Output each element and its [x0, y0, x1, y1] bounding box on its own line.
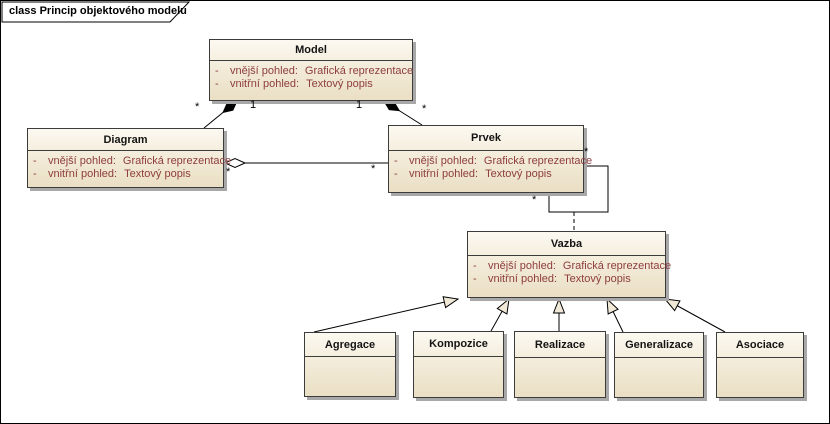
multiplicity-label-aggregation-diagram-end: *: [226, 166, 231, 178]
multiplicity-label-model-diagram-diagram-end: *: [195, 101, 200, 113]
attributes-compartment: - vnější pohled: Grafická reprezentace -…: [468, 256, 671, 286]
attribute-visibility: -: [473, 260, 477, 272]
attribute-row: - vnější pohled: Grafická reprezentace: [473, 260, 671, 273]
attribute-row: - vnitřní pohled: Textový popis: [215, 78, 410, 91]
attribute-name: vnější pohled:: [230, 65, 298, 77]
attribute-type: Grafická reprezentace: [483, 155, 593, 167]
attributes-compartment: - vnější pohled: Grafická reprezentace -…: [28, 151, 231, 181]
attribute-visibility: -: [33, 155, 37, 167]
attribute-type: Grafická reprezentace: [122, 155, 232, 167]
attribute-row: - vnitřní pohled: Textový popis: [473, 273, 663, 286]
attribute-type: Textový popis: [124, 168, 191, 180]
attribute-row: - vnitřní pohled: Textový popis: [394, 168, 581, 181]
class-name: Prvek: [389, 126, 583, 151]
class-box-kompozice[interactable]: Kompozice: [413, 331, 504, 398]
class-box-generalizace[interactable]: Generalizace: [614, 332, 704, 398]
class-name: Realizace: [515, 332, 605, 358]
generalization-connector-kompozice-vazba[interactable]: [490, 299, 509, 332]
attribute-row: - vnitřní pohled: Textový popis: [33, 168, 221, 181]
attribute-visibility: -: [215, 65, 219, 77]
class-box-realizace[interactable]: Realizace: [514, 331, 606, 398]
class-name: Agregace: [305, 333, 395, 357]
attribute-row: - vnější pohled: Grafická reprezentace: [33, 155, 231, 168]
class-box-vazba[interactable]: Vazba - vnější pohled: Grafická reprezen…: [467, 231, 671, 298]
attribute-type: Textový popis: [485, 168, 552, 180]
class-name: Model: [210, 40, 412, 61]
class-box-asociace[interactable]: Asociace: [716, 332, 804, 398]
class-name: Diagram: [28, 129, 223, 151]
multiplicity-label-model-diagram-model-end: 1: [250, 99, 257, 111]
attribute-type: Grafická reprezentace: [304, 65, 414, 77]
attribute-name: vnější pohled:: [48, 155, 116, 167]
composition-connector-model-diagram[interactable]: [203, 101, 237, 129]
self-association-connector-prvek[interactable]: [548, 165, 609, 213]
attribute-name: vnitřní pohled:: [230, 78, 300, 90]
class-name: Vazba: [468, 232, 665, 256]
attribute-name: vnější pohled:: [488, 260, 556, 272]
class-box-prvek[interactable]: Prvek - vnější pohled: Grafická reprezen…: [388, 125, 592, 193]
attribute-type: Grafická reprezentace: [562, 260, 672, 272]
attribute-visibility: -: [394, 168, 398, 180]
attribute-row: - vnější pohled: Grafická reprezentace: [394, 155, 592, 168]
attribute-name: vnější pohled:: [409, 155, 477, 167]
attribute-visibility: -: [394, 155, 398, 167]
attribute-visibility: -: [473, 273, 477, 285]
generalization-connector-generalizace-vazba[interactable]: [607, 299, 624, 333]
multiplicity-label-model-prvek-model-end: 1: [356, 99, 363, 111]
multiplicity-label-aggregation-prvek-end: *: [371, 163, 376, 175]
multiplicity-label-self-association-bottom: *: [532, 194, 537, 206]
class-name: Asociace: [717, 333, 803, 358]
attribute-type: Textový popis: [564, 273, 631, 285]
attribute-name: vnitřní pohled:: [409, 168, 479, 180]
class-box-diagram[interactable]: Diagram - vnější pohled: Grafická reprez…: [27, 128, 231, 188]
class-name: Kompozice: [414, 332, 503, 357]
class-box-agregace[interactable]: Agregace: [304, 332, 396, 397]
composition-connector-model-prvek[interactable]: [384, 101, 423, 126]
multiplicity-label-model-prvek-prvek-end: *: [422, 103, 427, 115]
attribute-row: - vnější pohled: Grafická reprezentace: [215, 65, 414, 78]
attribute-name: vnitřní pohled:: [488, 273, 558, 285]
class-name: Generalizace: [615, 333, 703, 358]
attribute-visibility: -: [33, 168, 37, 180]
attribute-visibility: -: [215, 78, 219, 90]
diagram-frame-title: class Princip objektového modelu: [9, 5, 187, 17]
attributes-compartment: - vnější pohled: Grafická reprezentace -…: [389, 151, 592, 181]
class-box-model[interactable]: Model - vnější pohled: Grafická reprezen…: [209, 39, 413, 101]
attribute-name: vnitřní pohled:: [48, 168, 118, 180]
generalization-connector-asociace-vazba[interactable]: [665, 299, 726, 333]
diagram-frame-tab: [1, 1, 191, 23]
multiplicity-label-self-association-top: *: [584, 146, 589, 158]
attributes-compartment: - vnější pohled: Grafická reprezentace -…: [210, 61, 414, 91]
attribute-type: Textový popis: [306, 78, 373, 90]
generalization-connector-agregace-vazba[interactable]: [313, 299, 458, 333]
